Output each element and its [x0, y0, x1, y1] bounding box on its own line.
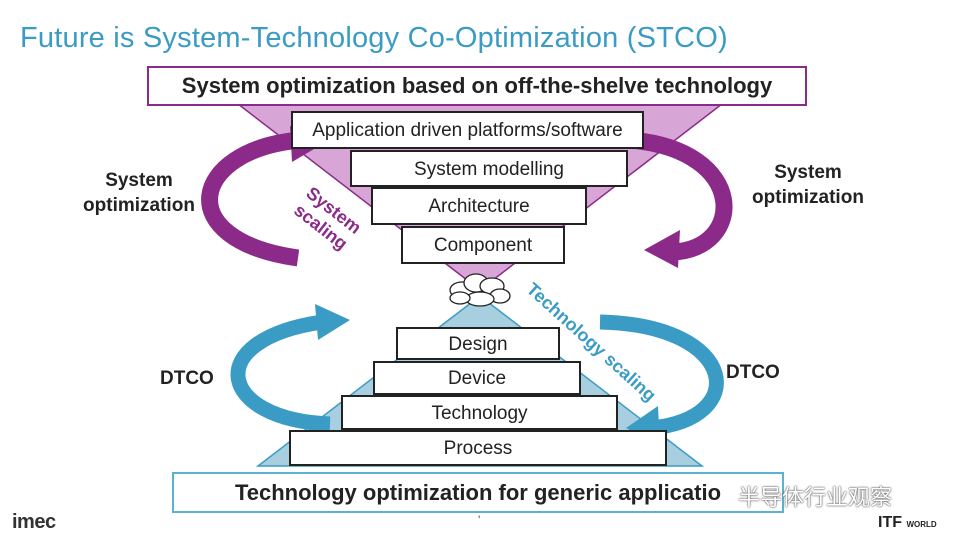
itf-world-logo: ITF WORLD: [878, 514, 937, 532]
right-system-label-line1: System: [774, 162, 842, 183]
stack-system-modelling: System modelling: [350, 150, 628, 187]
imec-logo: imec: [12, 511, 56, 533]
right-system-arrow-icon: [629, 131, 733, 268]
left-system-label-line2: optimization: [83, 195, 195, 216]
technology-optimization-banner: Technology optimization for generic appl…: [172, 472, 784, 513]
left-system-optimization-label: System optimization: [70, 168, 208, 218]
itf-logo-sub: WORLD: [906, 520, 937, 529]
slide-title: Future is System-Technology Co-Optimizat…: [20, 22, 728, 54]
dtco-left-label: DTCO: [160, 368, 214, 389]
page-number: ': [478, 513, 481, 527]
system-optimization-banner: System optimization based on off-the-she…: [147, 66, 807, 106]
right-system-label-line2: optimization: [752, 187, 864, 208]
stack-device: Device: [373, 361, 581, 395]
left-dtco-arrow-icon: [230, 304, 350, 432]
cloud-icon: [449, 273, 511, 307]
left-system-label-line1: System: [105, 170, 173, 191]
right-system-optimization-label: System optimization: [738, 160, 878, 210]
watermark-text: 半导体行业观察: [738, 485, 893, 510]
stack-architecture: Architecture: [371, 187, 587, 225]
stack-process: Process: [289, 430, 667, 466]
stack-technology: Technology: [341, 395, 618, 430]
stack-component: Component: [401, 226, 565, 264]
itf-logo-text: ITF: [878, 514, 902, 531]
stack-design: Design: [396, 327, 560, 360]
stack-application-platforms: Application driven platforms/software: [291, 111, 644, 149]
dtco-right-label: DTCO: [726, 362, 780, 383]
